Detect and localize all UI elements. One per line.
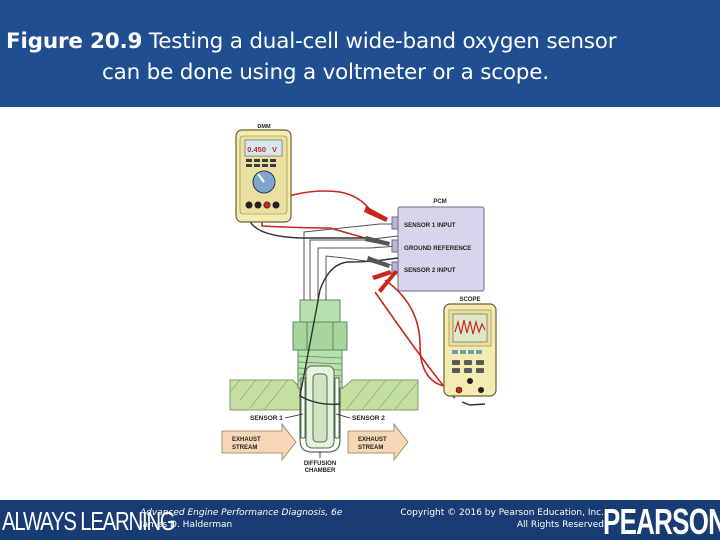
exhaust-stream-arrow-right: EXHAUST STREAM	[347, 422, 409, 462]
figure-number: Figure 20.9	[6, 29, 143, 54]
digital-multimeter: DMM 0.450 V	[235, 124, 292, 223]
copyright-line: Copyright © 2016 by Pearson Education, I…	[400, 508, 604, 518]
pcm-label: PCM	[433, 199, 446, 205]
exhaust-right-line2: STREAM	[358, 445, 383, 451]
figure-caption: Testing a dual-cell wide-band oxygen sen…	[142, 29, 617, 54]
slide-title-line-1: Figure 20.9 Testing a dual-cell wide-ban…	[6, 29, 617, 54]
scope-waveform	[454, 319, 486, 335]
oxygen-sensor-diagram: PCM SENSOR 1 INPUT GROUND REFERENCE SENS…	[0, 107, 720, 500]
copyright-notice: Copyright © 2016 by Pearson Education, I…	[392, 507, 604, 531]
footer-bar: ALWAYS LEARNING Advanced Engine Performa…	[0, 500, 720, 542]
exhaust-left-line2: STREAM	[232, 445, 257, 451]
ground-hatching	[229, 379, 419, 411]
exhaust-left-line1: EXHAUST	[232, 437, 261, 443]
dmm-label: DMM	[257, 124, 271, 130]
rights-line: All Rights Reserved	[516, 520, 604, 530]
probe-tips	[364, 206, 398, 293]
oscilloscope: SCOPE	[443, 297, 497, 397]
diffusion-chamber-line1: DIFFUSION	[304, 461, 336, 467]
pcm-sensor1-input-label: SENSOR 1 INPUT	[404, 222, 456, 229]
book-title: Advanced Engine Performance Diagnosis, 6…	[140, 508, 343, 518]
oxygen-sensor-body	[292, 299, 348, 453]
book-credit: Advanced Engine Performance Diagnosis, 6…	[140, 507, 342, 531]
title-bar: Figure 20.9 Testing a dual-cell wide-ban…	[0, 0, 720, 107]
pcm-module: PCM SENSOR 1 INPUT GROUND REFERENCE SENS…	[391, 199, 485, 292]
always-learning-brand: ALWAYS LEARNING	[2, 506, 176, 536]
book-author: James D. Halderman	[140, 520, 233, 530]
dmm-unit: V	[272, 145, 277, 154]
dmm-reading: 0.450	[247, 145, 266, 154]
scope-label: SCOPE	[459, 297, 480, 303]
exhaust-right-line1: EXHAUST	[358, 437, 387, 443]
pcm-sensor2-input-label: SENSOR 2 INPUT	[404, 267, 456, 274]
dmm-jacks	[245, 201, 280, 209]
pearson-logo: PEARSON	[603, 501, 720, 542]
sensor2-label: SENSOR 2	[352, 415, 385, 422]
slide-title-line-2: can be done using a voltmeter or a scope…	[102, 60, 549, 85]
diffusion-chamber-line2: CHAMBER	[305, 468, 336, 474]
exhaust-stream-arrow-left: EXHAUST STREAM	[221, 422, 297, 462]
pcm-ground-reference-label: GROUND REFERENCE	[404, 245, 471, 252]
sensor1-label: SENSOR 1	[250, 415, 283, 422]
